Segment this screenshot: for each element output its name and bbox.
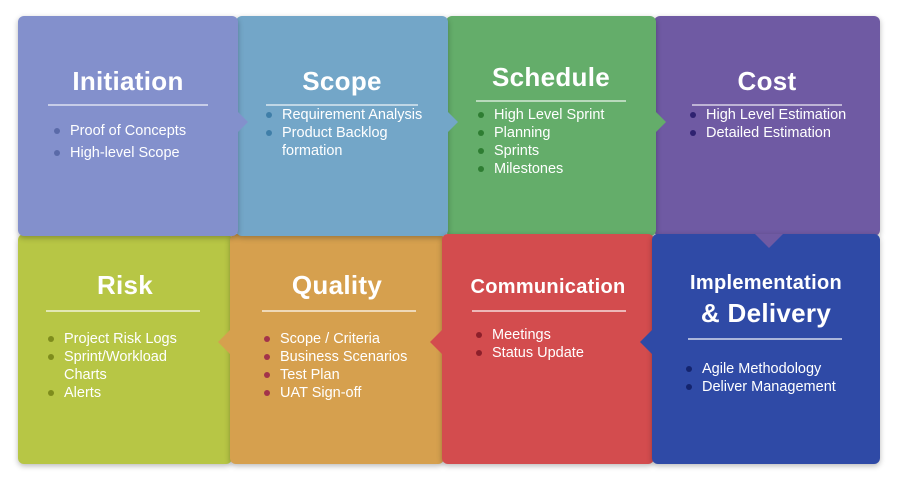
list-item: Scope / Criteria (264, 330, 407, 348)
title-divider (266, 104, 418, 106)
bullet-icon (686, 366, 692, 372)
bullet-icon (266, 112, 272, 118)
bullet-icon (48, 336, 54, 342)
phase-tile-quality: Quality Scope / Criteria Business Scenar… (230, 234, 444, 464)
phase-title: Cost (737, 66, 797, 96)
list-item: Business Scenarios (264, 348, 407, 366)
list-item: Deliver Management (686, 378, 836, 396)
arrow-left-icon (640, 330, 652, 354)
title-divider (472, 310, 626, 312)
list-item: Test Plan (264, 366, 407, 384)
phase-title: Initiation (72, 66, 184, 96)
list-item: High Level Estimation (690, 106, 846, 124)
title-divider (476, 100, 626, 102)
arrow-left-icon (218, 330, 230, 354)
bullet-icon (690, 130, 696, 136)
phase-items: Scope / Criteria Business Scenarios Test… (264, 330, 407, 402)
list-item: Alerts (48, 384, 177, 402)
title-divider (262, 310, 416, 312)
title-divider (46, 310, 200, 312)
phase-title: Quality (291, 270, 383, 300)
phase-title: Implementation (690, 272, 842, 294)
phase-items: High Level Estimation Detailed Estimatio… (690, 106, 846, 142)
bullet-icon (54, 150, 60, 156)
phase-items: Agile Methodology Deliver Management (686, 360, 836, 396)
bullet-icon (478, 112, 484, 118)
phase-items: Proof of Concepts High-level Scope (54, 122, 186, 162)
list-item: Meetings (476, 326, 584, 344)
list-item: Product Backlog (266, 124, 422, 142)
list-item: Sprints (478, 142, 604, 160)
list-item: Charts (64, 367, 107, 383)
list-item: Planning (478, 124, 604, 142)
phase-title: Scope (302, 66, 382, 96)
phase-tile-cost: Cost High Level Estimation Detailed Esti… (654, 16, 880, 236)
bullet-icon (686, 384, 692, 390)
phase-tile-scope: Scope Requirement Analysis Product Backl… (236, 16, 448, 236)
bullet-icon (478, 166, 484, 172)
title-divider (692, 104, 842, 106)
list-item: formation (282, 143, 343, 159)
bullet-icon (264, 336, 270, 342)
bullet-icon (690, 112, 696, 118)
list-item: Proof of Concepts (54, 122, 186, 140)
phase-tile-communication: Communication Meetings Status Update (442, 234, 654, 464)
list-item: High-level Scope (54, 144, 186, 162)
bullet-icon (478, 148, 484, 154)
list-item: Requirement Analysis (266, 106, 422, 124)
bullet-icon (264, 372, 270, 378)
list-item: Milestones (478, 160, 604, 178)
list-item: High Level Sprint (478, 106, 604, 124)
arrow-down-icon (755, 234, 783, 248)
phase-items: High Level Sprint Planning Sprints Miles… (478, 106, 604, 178)
phase-title: & Delivery (700, 298, 832, 328)
phase-items: Requirement Analysis Product Backlog for… (266, 106, 422, 160)
bullet-icon (478, 130, 484, 136)
bullet-icon (476, 332, 482, 338)
phase-tile-risk: Risk Project Risk Logs Sprint/Workload C… (18, 234, 232, 464)
title-divider (48, 104, 208, 106)
list-item: Agile Methodology (686, 360, 836, 378)
bullet-icon (48, 354, 54, 360)
phase-tile-implementation-delivery: Implementation & Delivery Agile Methodol… (652, 234, 880, 464)
bullet-icon (48, 390, 54, 396)
bullet-icon (266, 130, 272, 136)
list-item: Detailed Estimation (690, 124, 846, 142)
arrow-left-icon (430, 330, 442, 354)
phase-items: Project Risk Logs Sprint/Workload Charts… (48, 330, 177, 402)
list-item: UAT Sign-off (264, 384, 407, 402)
list-item: Sprint/Workload (48, 348, 177, 366)
list-item: Status Update (476, 344, 584, 362)
phase-title: Schedule (492, 62, 610, 92)
phase-title: Communication (470, 276, 626, 298)
bullet-icon (264, 354, 270, 360)
phase-tile-initiation: Initiation Proof of Concepts High-level … (18, 16, 238, 236)
phase-items: Meetings Status Update (476, 326, 584, 362)
phase-tile-schedule: Schedule High Level Sprint Planning Spri… (446, 16, 656, 236)
title-divider (688, 338, 842, 340)
bullet-icon (54, 128, 60, 134)
list-item: Project Risk Logs (48, 330, 177, 348)
bullet-icon (264, 390, 270, 396)
phase-title: Risk (96, 270, 154, 300)
arrow-right-icon (236, 110, 248, 134)
arrow-right-icon (654, 110, 666, 134)
bullet-icon (476, 350, 482, 356)
arrow-right-icon (446, 110, 458, 134)
